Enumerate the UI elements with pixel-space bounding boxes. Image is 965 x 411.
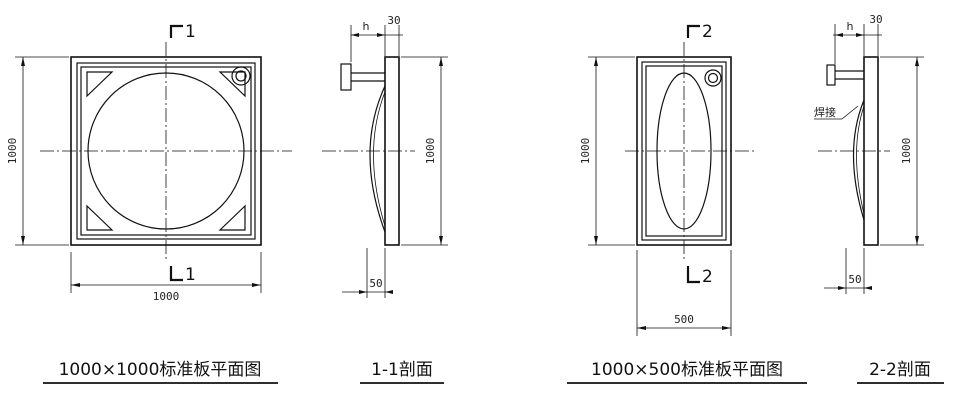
plan-2-caption: 1000×500标准板平面图: [591, 360, 783, 380]
plan-1000x1000: [15, 24, 292, 293]
section-mark-bottom: [169, 266, 183, 282]
bottom-dimension-label: 50: [848, 273, 861, 286]
thickness-dimension-label: 30: [869, 13, 882, 26]
section-mark-label-bottom: 1: [185, 265, 196, 285]
lifting-ring-icon: [704, 69, 722, 87]
h-dimension-label: h: [363, 20, 370, 33]
section-1-caption: 1-1剖面: [371, 360, 433, 380]
dished-plate: [369, 85, 386, 233]
handle-icon: [826, 64, 836, 86]
corner-gusset: [86, 204, 114, 231]
thickness-dimension-label: 30: [387, 14, 400, 27]
weld-note-label: 焊接: [814, 105, 836, 119]
height-dimension-label: 1000: [900, 138, 913, 165]
h-dimension-label: h: [847, 20, 854, 33]
section-mark-label-top: 1: [185, 22, 196, 42]
corner-gusset: [218, 204, 246, 231]
section-mark-label-bottom: 2: [702, 267, 713, 287]
section-mark-top: [169, 24, 183, 38]
section-mark-top: [686, 24, 700, 38]
plate-outline: [70, 56, 262, 246]
plan-1-caption: 1000×1000标准板平面图: [59, 360, 262, 380]
section-1-1: [322, 25, 448, 298]
lifting-ring-icon: [231, 66, 251, 86]
lifting-ring-inner: [235, 70, 247, 82]
dished-plate: [852, 99, 865, 221]
height-dimension-label: 1000: [6, 138, 19, 165]
section-mark-bottom: [686, 266, 700, 284]
height-dimension-label: 1000: [424, 138, 437, 165]
width-dimension-label: 500: [674, 313, 694, 326]
lifting-ring-inner: [707, 72, 719, 84]
handle-icon: [340, 63, 352, 91]
height-dimension-label: 1000: [579, 138, 592, 165]
bottom-dimension-label: 50: [369, 277, 382, 290]
width-dimension-label: 1000: [153, 290, 180, 303]
section-2-caption: 2-2剖面: [869, 360, 931, 380]
section-mark-label-top: 2: [702, 22, 713, 42]
plan-1000x500: [588, 24, 755, 336]
corner-gusset: [86, 71, 114, 98]
section-2-2: [814, 24, 924, 294]
